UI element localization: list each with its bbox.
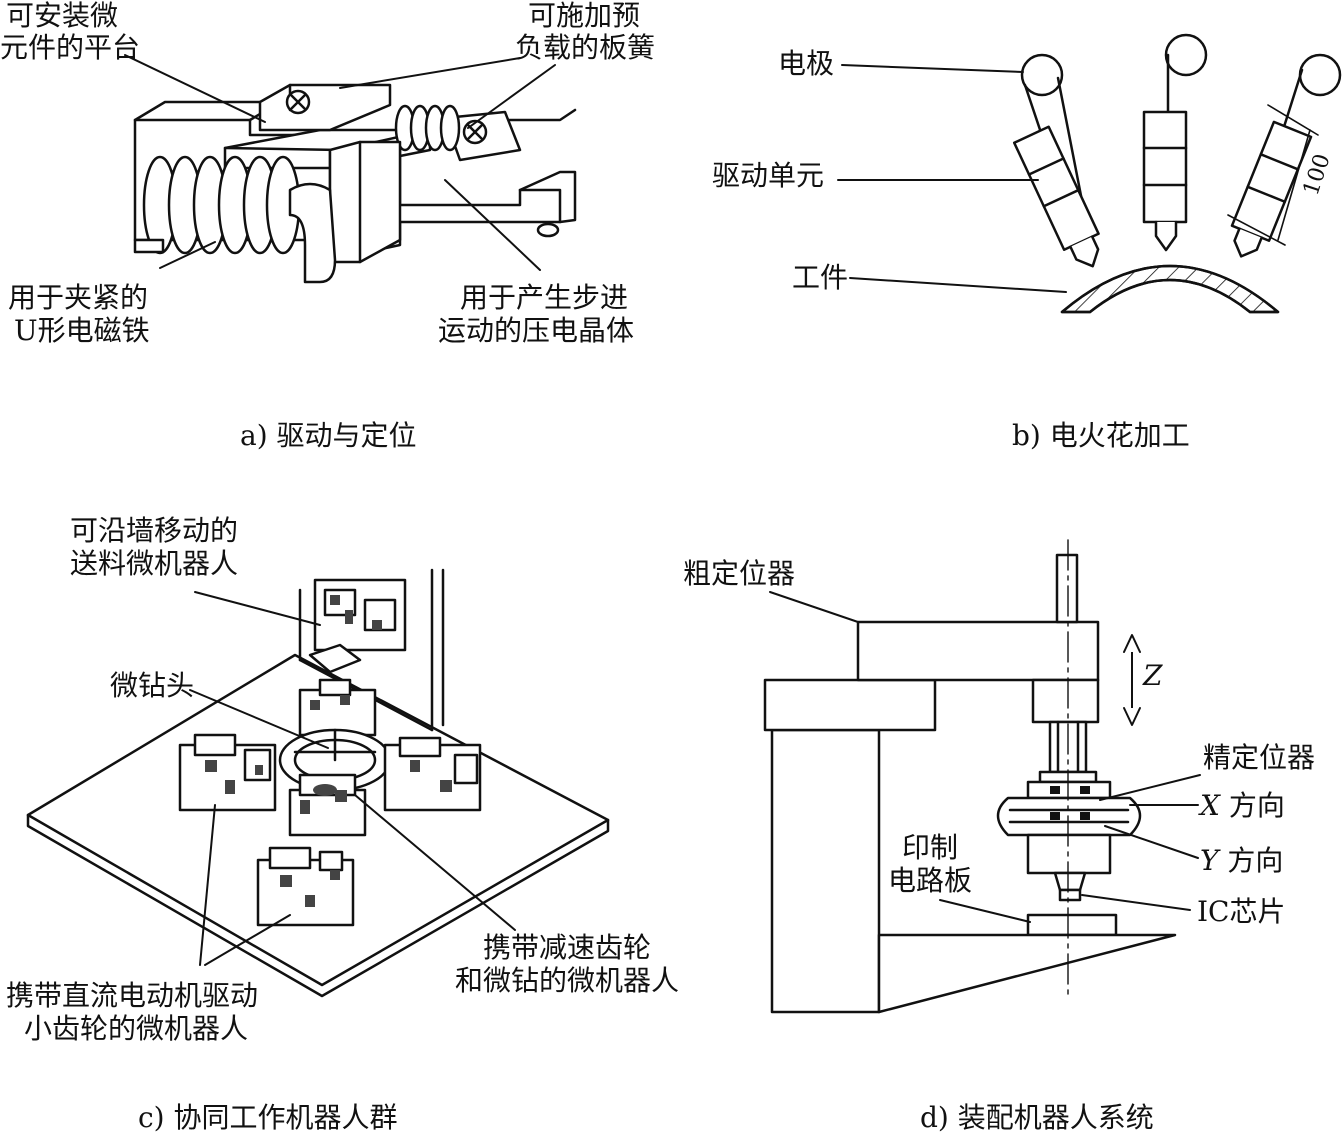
label-drive-unit: 驱动单元 [712,159,825,192]
caption-panel-b: b) 电火花加工 [1012,419,1190,452]
label-pcb-line1: 印制 [902,831,959,864]
label-fine-positioner: 精定位器 [1203,741,1316,774]
label-feeder-robot-line2: 送料微机器人 [70,547,239,580]
label-y-direction: Y 方向 [1200,845,1283,877]
label-gear-robot-line1: 携带减速齿轮 [483,931,652,964]
label-x-direction-text: 方向 [1228,789,1285,822]
label-leaf-spring-line1: 可施加预 [528,0,641,32]
panel-c-drawing [26,568,610,998]
label-workpiece: 工件 [792,261,849,294]
caption-panel-d: d) 装配机器人系统 [920,1101,1154,1134]
label-dc-robot-line1: 携带直流电动机驱动 [6,979,259,1012]
label-y-axis-letter: Y [1200,844,1219,877]
label-y-direction-text: 方向 [1227,844,1284,877]
label-x-axis-letter: X [1200,789,1220,822]
label-z-axis: Z [1143,659,1163,692]
label-piezo-line1: 用于产生步进 [460,281,629,314]
label-u-magnet-line1: 用于夹紧的 [8,281,149,314]
caption-panel-c: c) 协同工作机器人群 [138,1101,398,1134]
label-x-direction: X 方向 [1200,790,1285,822]
label-coarse-positioner: 粗定位器 [683,557,796,590]
label-piezo-line2: 运动的压电晶体 [438,314,635,347]
label-pcb-line2: 电路板 [888,864,973,897]
label-leaf-spring-line2: 负载的板簧 [515,31,656,64]
label-platform-line1: 可安装微 [6,0,119,32]
label-u-magnet-line2: U形电磁铁 [14,314,150,347]
panel-b-drawing [837,33,1342,314]
label-platform-line2: 元件的平台 [0,31,141,64]
label-gear-robot-line2: 和微钻的微机器人 [455,964,680,997]
label-feeder-robot-line1: 可沿墙移动的 [70,514,239,547]
panel-d-drawing [763,539,1201,1014]
label-dc-robot-line2: 小齿轮的微机器人 [24,1012,249,1045]
label-electrode: 电极 [778,47,835,80]
label-micro-drill: 微钻头 [110,669,195,702]
caption-panel-a: a) 驱动与定位 [240,419,417,452]
panel-a-drawing [124,54,577,284]
label-ic-chip: IC芯片 [1197,895,1286,928]
